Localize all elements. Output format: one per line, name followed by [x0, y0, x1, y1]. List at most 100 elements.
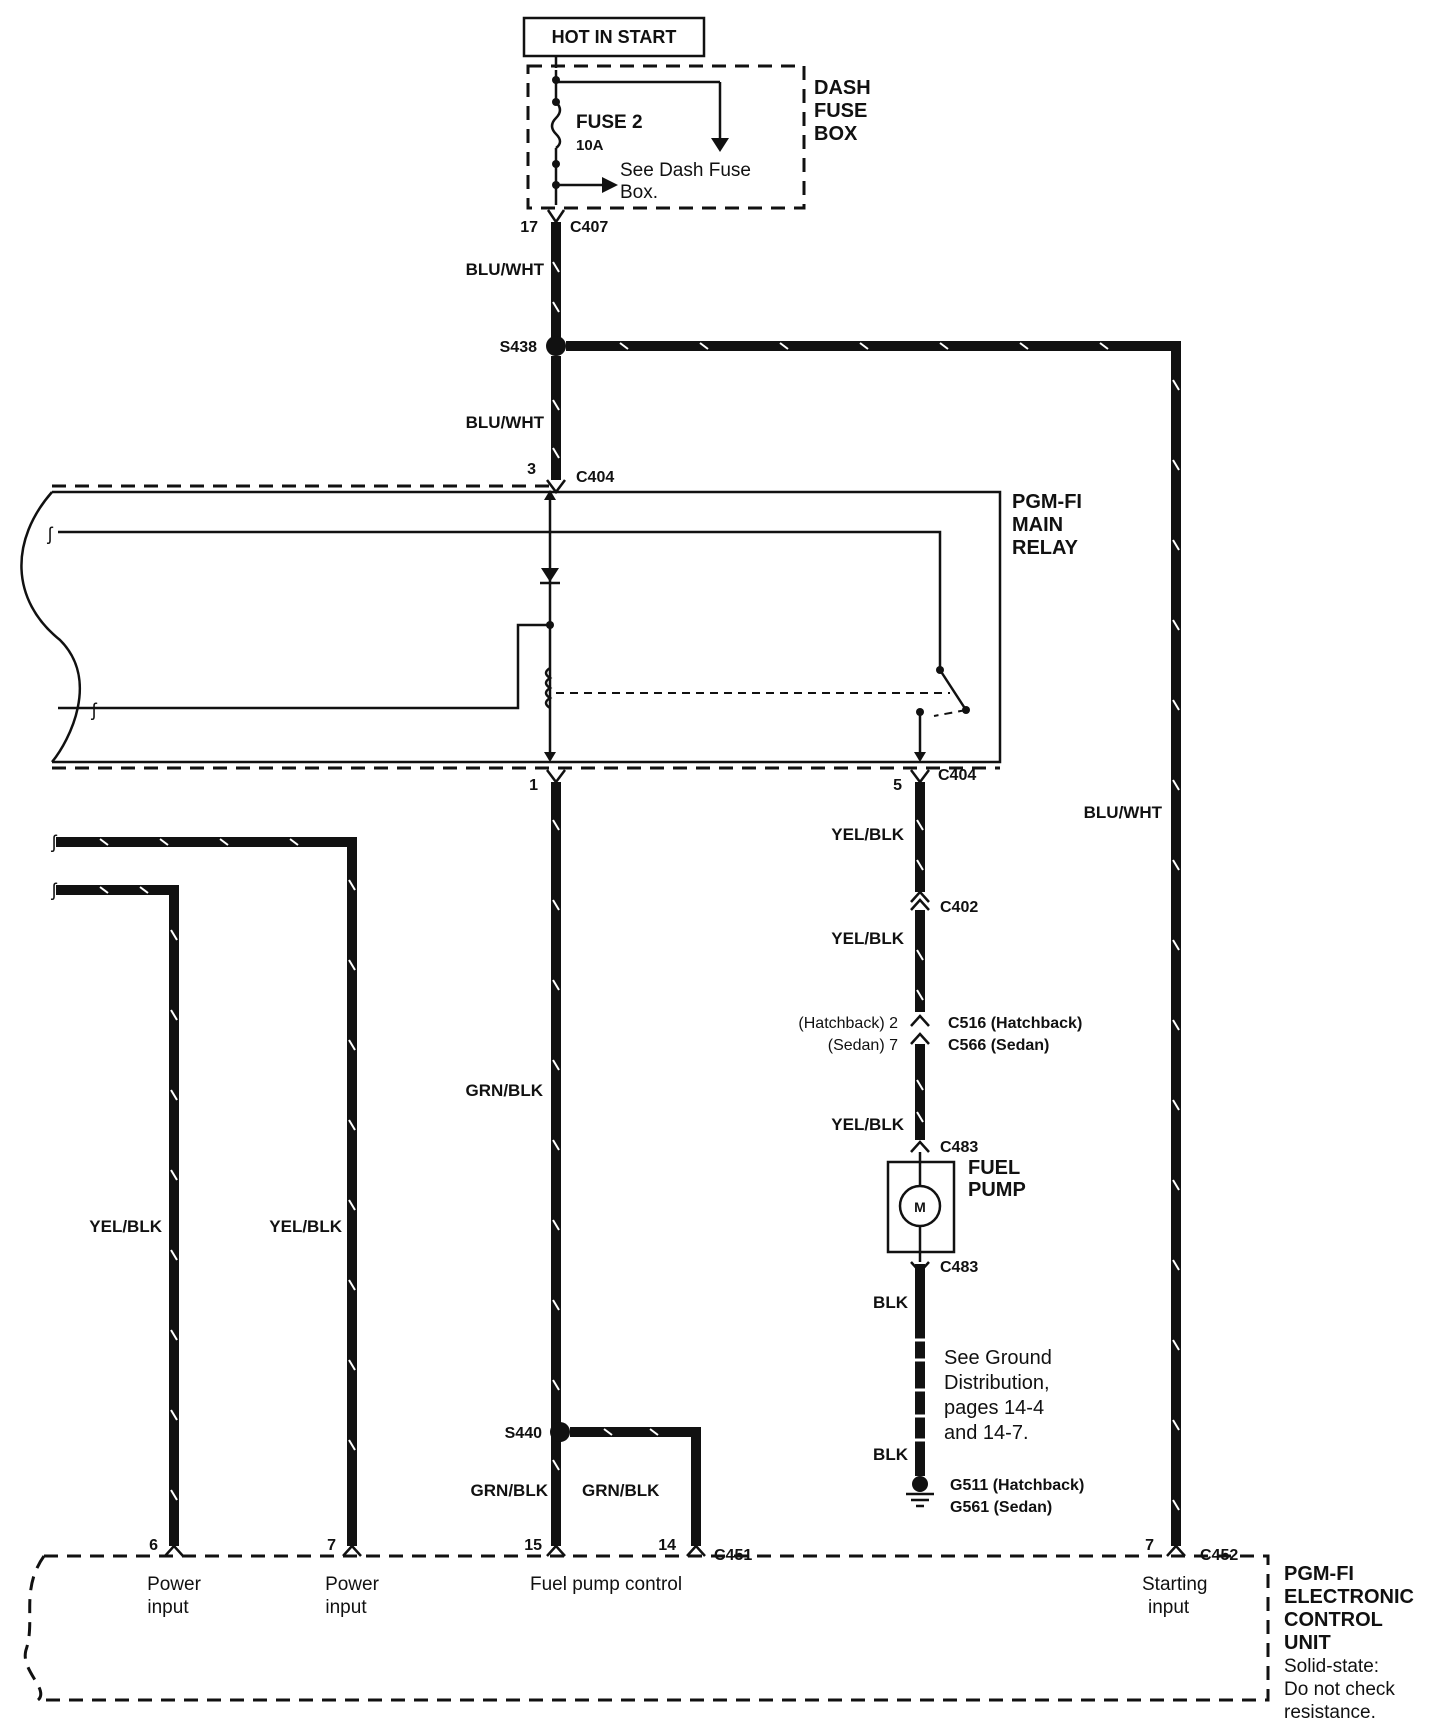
c402-label: C402 — [940, 899, 978, 916]
g511-label: G511 (Hatchback) — [950, 1477, 1084, 1494]
ground-note-3: pages 14-4 — [944, 1397, 1044, 1419]
svg-text:ʃ: ʃ — [50, 832, 58, 852]
diode-icon — [541, 568, 559, 582]
hot-in-start-label: HOT IN START — [552, 27, 677, 47]
relay-label-3: RELAY — [1012, 537, 1079, 559]
wire-label-yel-blk-2: YEL/BLK — [831, 929, 904, 948]
ecu-pin6: 6 — [149, 1537, 158, 1554]
fuse-rating: 10A — [576, 137, 604, 154]
g561-label: G561 (Sedan) — [950, 1499, 1052, 1516]
c483-top-label: C483 — [940, 1139, 978, 1156]
c566-label: C566 (Sedan) — [948, 1037, 1049, 1054]
wire-label-grn-blk-a: GRN/BLK — [471, 1481, 549, 1500]
c516-connector-icon — [910, 1014, 930, 1027]
dash-fuse-box: DASH FUSE BOX FUSE 2 10A See Dash Fuse B… — [526, 64, 871, 210]
fuse-see-note-1: See Dash Fuse — [620, 160, 751, 181]
c407-connector-icon — [546, 209, 566, 225]
fuse-name: FUSE 2 — [576, 112, 643, 133]
svg-text:ʃ: ʃ — [50, 880, 58, 900]
ecu-input-power2-a: Power — [325, 1574, 380, 1595]
c404-top-pin: 3 — [527, 461, 536, 478]
hot-in-start-box: HOT IN START — [522, 16, 706, 58]
c483-top-connector-icon — [910, 1140, 930, 1153]
c404-top-label: C404 — [576, 469, 614, 486]
ecu-pin14-connector-icon — [686, 1544, 706, 1557]
wire-label-yel-blk-left2: YEL/BLK — [269, 1217, 342, 1236]
ecu-pin6-connector-icon — [164, 1544, 184, 1557]
fuel-pump-label-1: FUEL — [968, 1157, 1020, 1179]
ecu-note-1: Solid-state: — [1284, 1656, 1379, 1677]
ecu-pin15-connector-icon — [546, 1544, 566, 1557]
wire-label-blk-2: BLK — [873, 1445, 909, 1464]
dash-fuse-box-label-1: DASH — [814, 77, 871, 99]
pgm-fi-ecu: PGM-FI ELECTRONIC CONTROL UNIT Solid-sta… — [23, 1554, 1414, 1723]
ecu-label-3: CONTROL — [1284, 1609, 1383, 1631]
ecu-note-2: Do not check — [1284, 1679, 1395, 1700]
fuel-pump: M FUEL PUMP — [886, 1152, 1026, 1262]
arrow-right-icon — [602, 177, 618, 193]
s440-splice — [550, 1422, 570, 1442]
ecu-pin7-connector-icon — [342, 1544, 362, 1557]
c404-top-connector-icon — [546, 479, 566, 495]
ecu-input-power2-b: input — [325, 1597, 367, 1618]
c516-label: C516 (Hatchback) — [948, 1015, 1082, 1032]
ecu-pin14: 14 — [658, 1537, 676, 1554]
wire-label-yel-blk-left1: YEL/BLK — [89, 1217, 162, 1236]
relay-coil-icon — [544, 666, 553, 710]
fuse-element-icon — [550, 101, 562, 149]
ground-note-4: and 14-7. — [944, 1422, 1029, 1444]
ecu-note-3: resistance. — [1284, 1702, 1376, 1723]
wire-label-yel-blk-1: YEL/BLK — [831, 825, 904, 844]
c483-bot-label: C483 — [940, 1259, 978, 1276]
relay-label-2: MAIN — [1012, 514, 1063, 536]
c404-bl-pin: 1 — [529, 777, 538, 794]
wire-label-blu-wht-right: BLU/WHT — [1084, 803, 1163, 822]
dash-fuse-box-label-2: FUSE — [814, 100, 867, 122]
ecu-label-1: PGM-FI — [1284, 1563, 1354, 1585]
c404-bl-connector-icon — [546, 769, 566, 785]
wire-label-blk-1: BLK — [873, 1293, 909, 1312]
ground-note-2: Distribution, — [944, 1372, 1050, 1394]
ground-icon — [906, 1476, 934, 1508]
s438-splice — [546, 336, 566, 356]
dash-fuse-box-label-3: BOX — [814, 123, 858, 145]
wire-label-blu-wht-1: BLU/WHT — [466, 260, 545, 279]
ecu-input-power1-a: Power — [147, 1574, 202, 1595]
ecu-pin7: 7 — [327, 1537, 336, 1554]
ecu-input-starting-a: Starting — [1142, 1574, 1207, 1595]
ecu-label-2: ELECTRONIC — [1284, 1586, 1414, 1608]
s440-label: S440 — [505, 1425, 542, 1442]
fuse-see-note-2: Box. — [620, 182, 658, 203]
c407-pin: 17 — [520, 219, 538, 236]
c404-br-connector-icon — [910, 769, 930, 785]
ecu-input-starting-b: input — [1148, 1597, 1190, 1618]
arrow-down-icon — [711, 138, 729, 152]
c404-br-pin: 5 — [893, 777, 902, 794]
ecu-pin7b-connector-icon — [1166, 1544, 1186, 1557]
ground-note-1: See Ground — [944, 1347, 1052, 1369]
sedan-pin-label: (Sedan) 7 — [828, 1037, 898, 1054]
break-symbol-2: ʃ — [90, 700, 98, 720]
c402-connector-icon — [910, 890, 930, 903]
wire-label-grn-blk-main: GRN/BLK — [466, 1081, 544, 1100]
ecu-input-fuel-pump-control: Fuel pump control — [530, 1574, 682, 1595]
ecu-pin7b: 7 — [1145, 1537, 1154, 1554]
c451-label: C451 — [714, 1547, 752, 1564]
motor-letter: M — [914, 1199, 926, 1215]
wire-label-grn-blk-b: GRN/BLK — [582, 1481, 660, 1500]
fuel-pump-label-2: PUMP — [968, 1179, 1026, 1201]
s438-label: S438 — [500, 339, 537, 356]
pgm-fi-main-relay: PGM-FI MAIN RELAY ʃ ʃ — [20, 484, 1082, 770]
ecu-input-power1-b: input — [147, 1597, 189, 1618]
relay-label-1: PGM-FI — [1012, 491, 1082, 513]
ecu-pin15: 15 — [524, 1537, 542, 1554]
c407-label: C407 — [570, 219, 608, 236]
hatch-pin-label: (Hatchback) 2 — [798, 1015, 898, 1032]
wire-label-yel-blk-3: YEL/BLK — [831, 1115, 904, 1134]
wire-label-blu-wht-2: BLU/WHT — [466, 413, 545, 432]
c404-br-label: C404 — [938, 767, 976, 784]
ecu-label-4: UNIT — [1284, 1632, 1331, 1654]
break-symbol-1: ʃ — [46, 524, 54, 544]
relay-arrow-icon — [914, 752, 926, 762]
